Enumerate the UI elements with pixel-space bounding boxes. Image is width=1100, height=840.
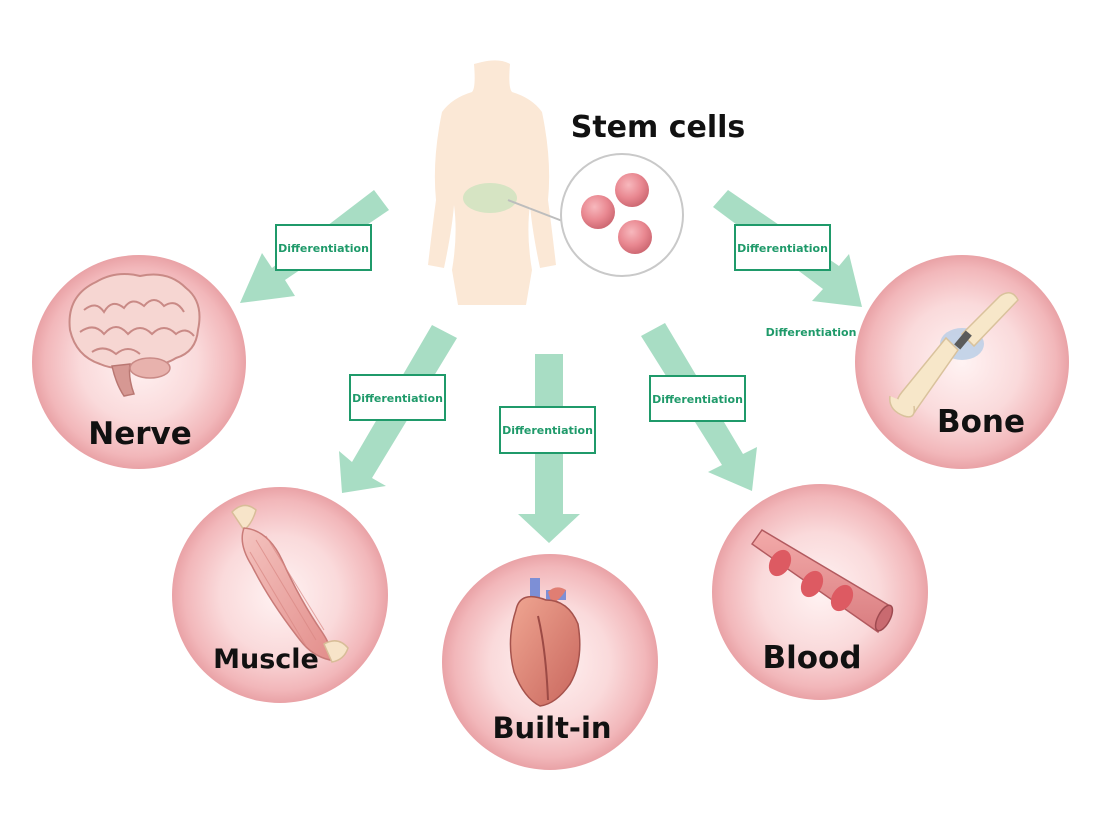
muscle-node: Muscle [172, 487, 388, 703]
diff-label-bone-text: Differentiation [737, 242, 828, 255]
diff-label-blood: Differentiation [649, 375, 746, 422]
bone-icon [889, 292, 1019, 418]
diff-label-muscle-text: Differentiation [352, 392, 443, 405]
heart-icon [509, 578, 581, 707]
muscle-label: Muscle [213, 644, 319, 675]
blood-label: Blood [762, 640, 861, 676]
blood-vessel-icon [750, 529, 894, 634]
red-cell-2 [800, 570, 824, 598]
muscle-icon [231, 504, 349, 663]
diff-label-bone: Differentiation [734, 224, 831, 271]
pointer-line [507, 199, 566, 223]
stem-cell-node: Stem cells [560, 110, 746, 277]
stem-cell-circle [560, 153, 684, 277]
stem-cell-2 [581, 195, 615, 229]
diff-label-blood-text: Differentiation [652, 393, 743, 406]
red-cell-3 [830, 584, 854, 612]
heart-node: Built-in [442, 554, 658, 770]
brain-icon [68, 273, 201, 397]
differentiation-labels: Differentiation Differentiation Differen… [275, 224, 857, 454]
red-cell-1 [768, 549, 792, 577]
diff-label-bone-extra: Differentiation [766, 326, 857, 339]
stem-cell-1 [615, 173, 649, 207]
human-body-silhouette [428, 60, 566, 306]
diff-label-heart-text: Differentiation [502, 424, 593, 437]
diff-label-muscle: Differentiation [349, 374, 446, 421]
stem-cell-3 [618, 220, 652, 254]
abdomen-highlight [463, 183, 517, 213]
heart-label: Built-in [492, 711, 611, 745]
body-outline [428, 60, 556, 306]
diff-label-nerve-text: Differentiation [278, 242, 369, 255]
nerve-node: Nerve [32, 255, 246, 469]
nerve-label: Nerve [88, 416, 192, 452]
diff-label-nerve: Differentiation [275, 224, 372, 271]
bone-node: Bone [855, 255, 1069, 469]
diff-label-heart: Differentiation [499, 406, 596, 454]
bone-label: Bone [937, 404, 1025, 440]
blood-node: Blood [712, 484, 928, 700]
stem-cells-title: Stem cells [571, 110, 746, 145]
